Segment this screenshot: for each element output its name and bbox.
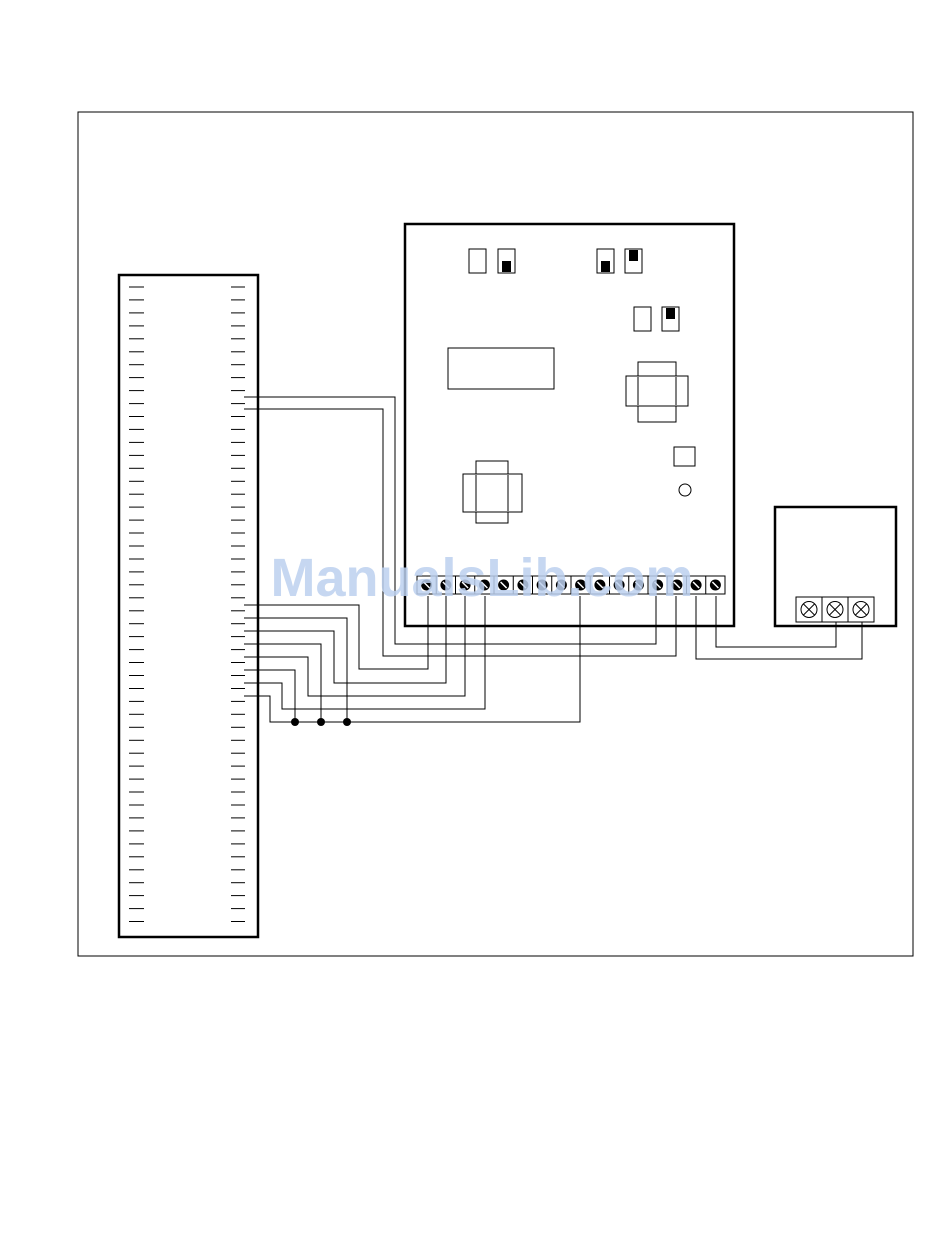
jumper-group-2 (597, 249, 642, 273)
pin-ticks (129, 287, 245, 922)
junction-dot (317, 718, 325, 726)
external-terminals (796, 597, 874, 622)
relay-right (626, 362, 688, 422)
small-component (674, 447, 695, 466)
diagram-frame (78, 112, 913, 956)
junction-dot (343, 718, 351, 726)
wire-7 (244, 596, 465, 696)
wire-2 (244, 409, 676, 656)
jumper-group-3 (634, 307, 679, 331)
relay-left (463, 461, 522, 523)
wire-9 (244, 596, 485, 709)
wire-10 (244, 596, 580, 722)
watermark: ManualsLib.com (270, 548, 693, 608)
led-indicator (679, 484, 691, 496)
left-terminal-strip (119, 275, 258, 937)
jumper-group-1 (469, 249, 515, 273)
junction-dot (291, 718, 299, 726)
external-terminal-block (775, 507, 896, 626)
ic-chip (448, 348, 554, 389)
